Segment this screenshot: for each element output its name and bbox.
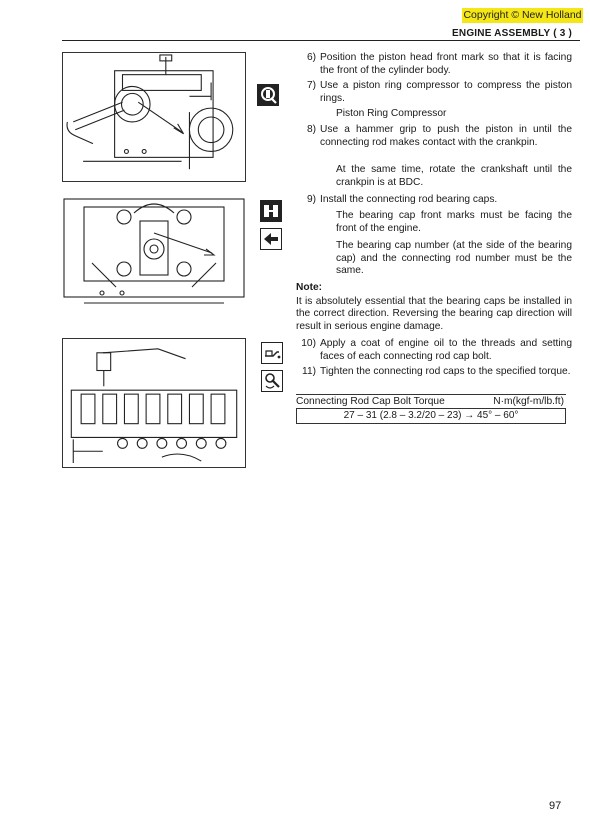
step-text: Tighten the connecting rod caps to the s… bbox=[320, 366, 571, 377]
tool-name: Piston Ring Compressor bbox=[336, 108, 447, 119]
torque-wrench-icon bbox=[261, 370, 283, 392]
section-title: ENGINE ASSEMBLY ( 3 ) bbox=[452, 28, 572, 39]
step-number: 6) bbox=[306, 52, 316, 63]
figure-bearing-caps bbox=[62, 193, 246, 309]
copyright-badge: Copyright © New Holland bbox=[462, 8, 583, 23]
torque-unit: N·m(kgf-m/lb.ft) bbox=[493, 396, 564, 407]
note-heading: Note: bbox=[296, 282, 323, 293]
page-number: 97 bbox=[549, 800, 562, 812]
torque-rod-caps-illustration bbox=[70, 348, 238, 464]
bearing-caps-illustration bbox=[63, 198, 245, 304]
step-8-detail: At the same time, rotate the crankshaft … bbox=[336, 164, 572, 188]
step-8: 8) Use a hammer grip to push the piston … bbox=[307, 124, 572, 149]
piston-install-illustration bbox=[66, 54, 234, 170]
torque-spec-header: Connecting Rod Cap Bolt Torque N·m(kgf-m… bbox=[296, 394, 566, 408]
step-7: 7) Use a piston ring compressor to compr… bbox=[307, 80, 572, 105]
step-9-detail-2: The bearing cap number (at the side of t… bbox=[336, 240, 572, 277]
step-text: Apply a coat of engine oil to the thread… bbox=[320, 338, 572, 362]
step-number: 11) bbox=[302, 366, 316, 377]
step-text: Position the piston head front mark so t… bbox=[320, 52, 572, 76]
header-divider bbox=[62, 40, 580, 41]
install-icon bbox=[260, 200, 282, 222]
step-number: 8) bbox=[306, 124, 316, 135]
step-9: 9) Install the connecting rod bearing ca… bbox=[307, 194, 572, 207]
step-text: Use a hammer grip to push the piston in … bbox=[320, 124, 572, 148]
step-text: Install the connecting rod bearing caps. bbox=[320, 194, 498, 205]
step-number: 10) bbox=[301, 338, 316, 349]
step-number: 7) bbox=[306, 80, 316, 91]
figure-piston-install bbox=[62, 52, 246, 182]
note-text: It is absolutely essential that the bear… bbox=[296, 296, 572, 332]
front-direction-icon bbox=[260, 228, 282, 250]
figure-torque-rod-caps bbox=[62, 338, 246, 468]
torque-value: 27 – 31 (2.8 – 3.2/20 – 23) → 45° – 60° bbox=[296, 408, 566, 424]
step-9-detail-1: The bearing cap front marks must be faci… bbox=[336, 210, 572, 234]
special-tool-icon bbox=[257, 84, 279, 106]
step-number: 9) bbox=[306, 194, 316, 205]
torque-label: Connecting Rod Cap Bolt Torque bbox=[296, 396, 445, 407]
apply-oil-icon bbox=[261, 342, 283, 364]
step-10: 10) Apply a coat of engine oil to the th… bbox=[301, 338, 572, 363]
step-6: 6) Position the piston head front mark s… bbox=[307, 52, 572, 77]
step-11: 11) Tighten the connecting rod caps to t… bbox=[302, 366, 572, 379]
step-text: Use a piston ring compressor to compress… bbox=[320, 80, 572, 104]
